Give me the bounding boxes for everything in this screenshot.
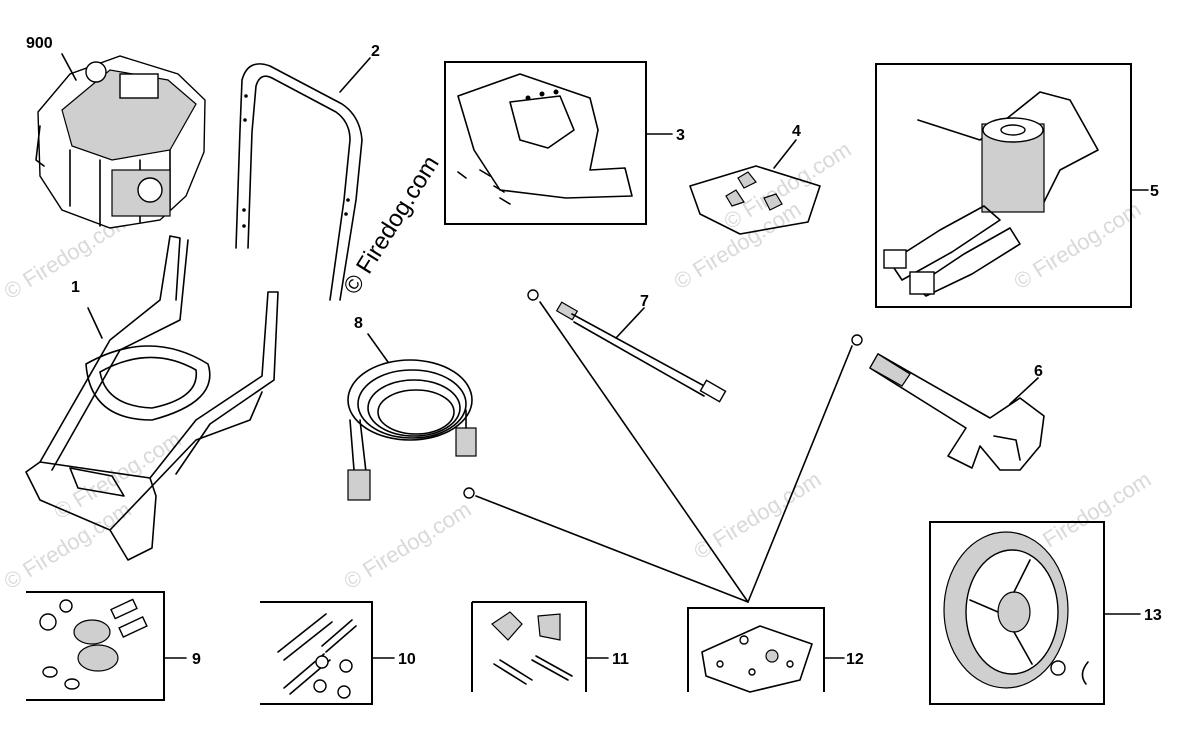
part-1-frame: 1 xyxy=(25,235,279,561)
part-8-hose: 8 xyxy=(347,315,477,501)
part-label-8: 8 xyxy=(354,315,363,332)
part-13-wheel: 13 xyxy=(929,521,1162,705)
part-9-wheel-hardware-kit: 9 xyxy=(26,591,201,701)
watermark-tile: © Firedog.com xyxy=(339,496,475,594)
part-6-spray-gun: 6 xyxy=(851,334,1045,471)
part-12-oring-kit: 12 xyxy=(687,607,864,693)
part-label-13: 13 xyxy=(1144,607,1162,624)
part-label-7: 7 xyxy=(640,293,649,310)
part-label-4: 4 xyxy=(792,123,801,140)
kit-12-leader-lines xyxy=(475,301,853,603)
part-10-bolt-kit: 10 xyxy=(260,601,416,705)
part-4-hardware-bag: 4 xyxy=(689,123,821,235)
part-label-9: 9 xyxy=(192,651,201,668)
part-label-10: 10 xyxy=(398,651,416,668)
part-7-wand: 7 xyxy=(527,289,727,403)
part-label-900: 900 xyxy=(26,35,53,52)
part-label-11: 11 xyxy=(612,651,629,668)
part-2-handle: 2 xyxy=(235,43,380,301)
part-label-3: 3 xyxy=(676,127,685,144)
part-3-control-panel: 3 xyxy=(444,61,685,225)
part-11-knob-kit: 11 xyxy=(471,601,629,692)
part-label-6: 6 xyxy=(1034,363,1043,380)
copyright-watermark: © Firedog.com xyxy=(338,151,444,299)
part-label-1: 1 xyxy=(71,279,80,296)
part-5-pump: 5 xyxy=(875,63,1159,308)
watermark-tile: © Firedog.com xyxy=(689,466,825,564)
part-label-12: 12 xyxy=(846,651,864,668)
part-label-5: 5 xyxy=(1150,183,1159,200)
part-900-engine: 900 xyxy=(26,35,206,229)
part-label-2: 2 xyxy=(371,43,380,60)
